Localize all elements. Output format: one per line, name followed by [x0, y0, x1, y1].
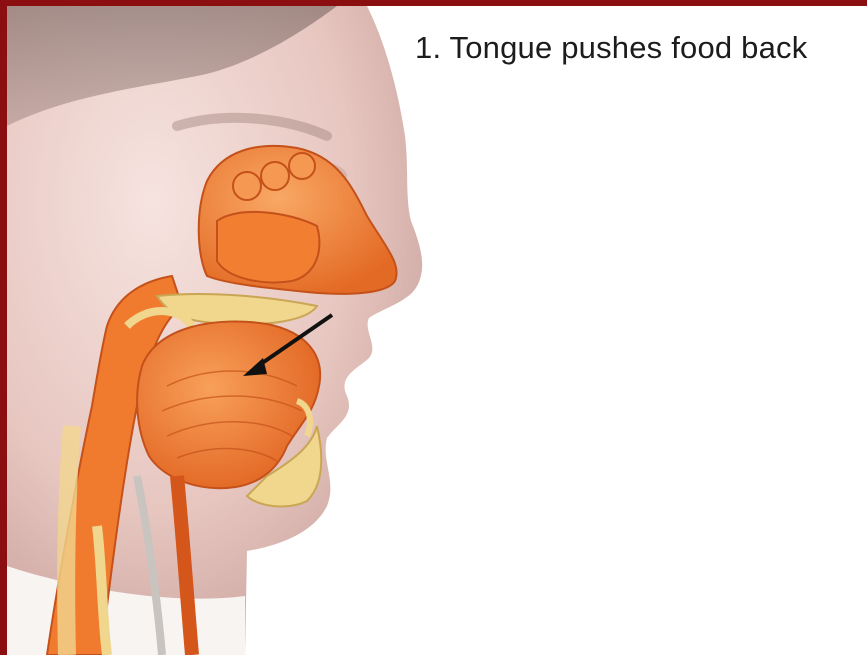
spine: [66, 426, 72, 655]
diagram-panel: 1. Tongue pushes food back: [7, 6, 867, 655]
step-caption: 1. Tongue pushes food back: [415, 30, 807, 66]
swallowing-anatomy-diagram: [7, 6, 867, 655]
